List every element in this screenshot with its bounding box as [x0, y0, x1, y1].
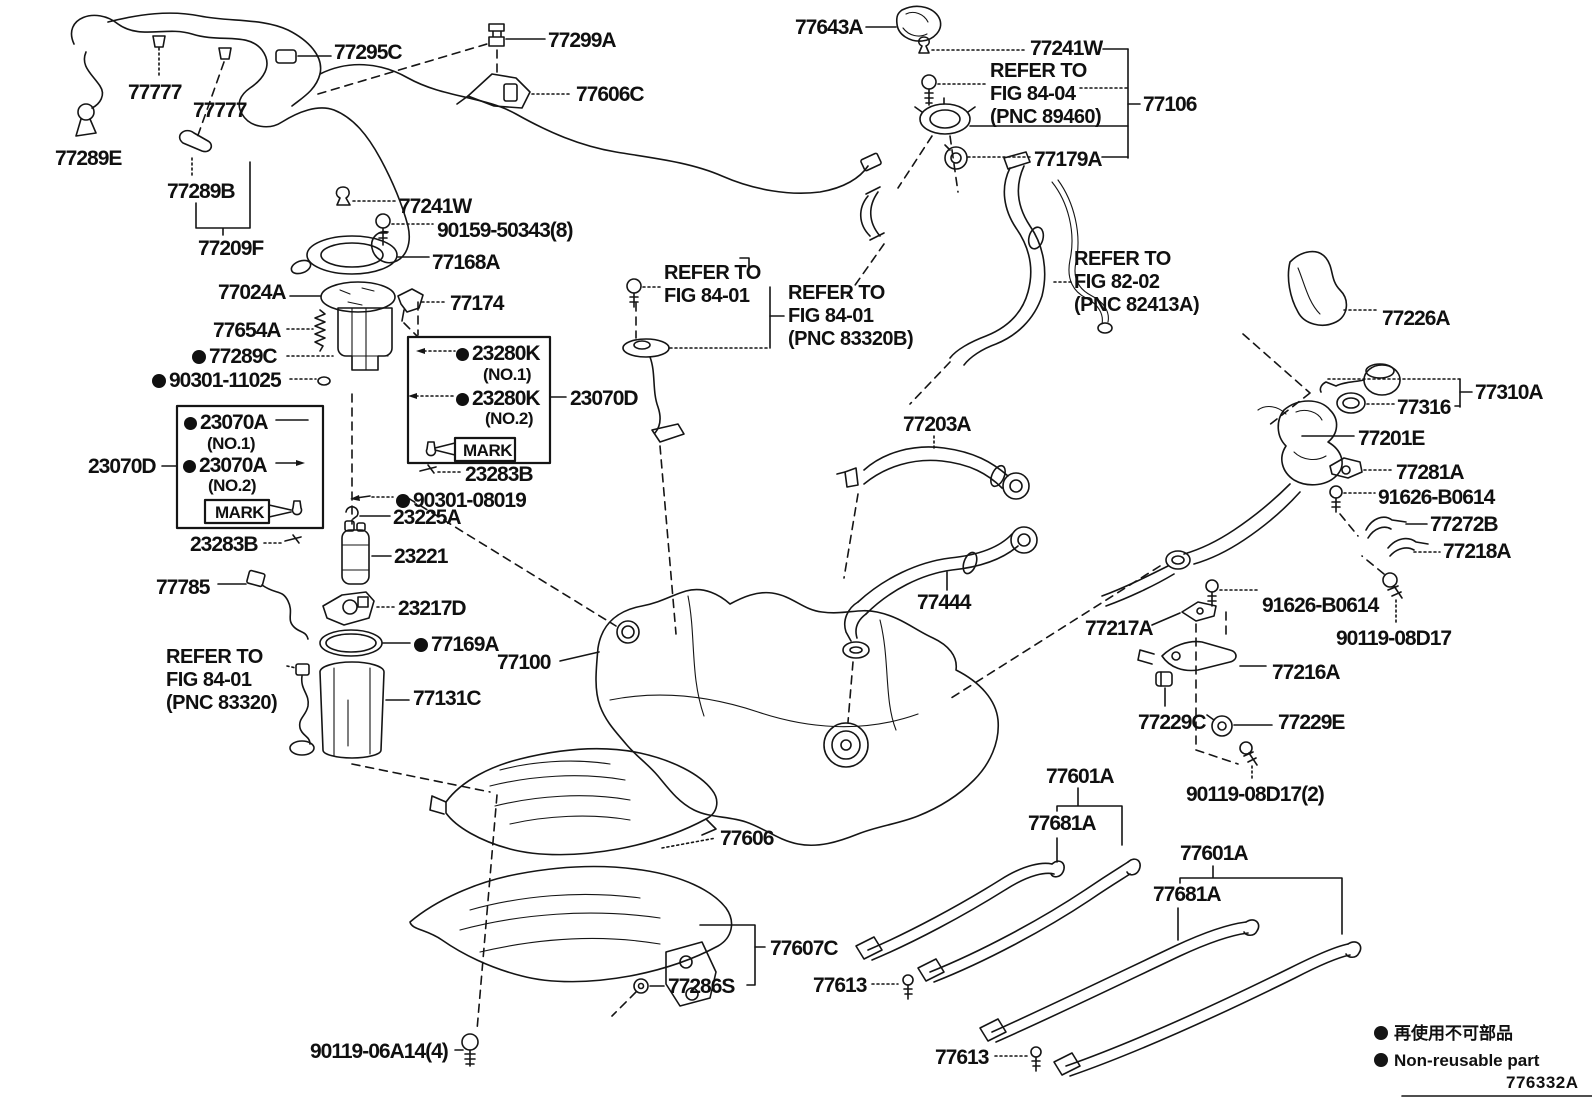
label-77606: 77606: [720, 827, 774, 850]
label-77613-b: 77613: [935, 1046, 989, 1069]
label-23283B-right: 23283B: [465, 463, 534, 486]
label-77613-a: 77613: [813, 974, 867, 997]
label-77226A: 77226A: [1382, 307, 1451, 330]
label-77643A: 77643A: [795, 16, 864, 39]
label-91626-B0614-b: 91626-B0614: [1262, 594, 1379, 617]
label-77229C: 77229C: [1138, 711, 1207, 734]
tank-straps-art: [855, 787, 1362, 1077]
label-23221: 23221: [394, 545, 448, 568]
label-23070D-left: 23070D: [88, 455, 157, 478]
label-77777-b: 77777: [193, 99, 247, 122]
label-77289C: 77289C: [192, 346, 278, 367]
label-77777-a: 77777: [128, 81, 182, 104]
non-reusable-dot: [192, 350, 206, 364]
label-77218A: 77218A: [1443, 540, 1512, 563]
label-77241W-right: 77241W: [1030, 37, 1103, 60]
label-77607C: 77607C: [770, 937, 839, 960]
label-77229E: 77229E: [1278, 711, 1345, 734]
label-no2-right: (NO.2): [485, 409, 534, 428]
label-23070A-no1: 23070A: [184, 412, 269, 433]
label-77286S: 77286S: [668, 975, 735, 998]
label-77310A: 77310A: [1475, 381, 1544, 404]
label-23070A-no2: 23070A: [183, 455, 268, 476]
label-77654A: 77654A: [213, 319, 282, 342]
label-77299A: 77299A: [548, 29, 617, 52]
label-no2-left: (NO.2): [208, 476, 257, 495]
label-23070D-right: 23070D: [570, 387, 639, 410]
non-reusable-dot: [456, 348, 469, 361]
label-77217A: 77217A: [1085, 617, 1154, 640]
legend-jp: 再使用不可部品: [1394, 1024, 1513, 1043]
label-23225A: 23225A: [393, 506, 462, 529]
fuel-tank-art: [407, 497, 1000, 847]
label-77168A: 77168A: [432, 251, 501, 274]
label-77785: 77785: [156, 576, 210, 599]
label-77601A-left: 77601A: [1046, 765, 1115, 788]
label-77203A: 77203A: [903, 413, 972, 436]
label-no1-left: (NO.1): [207, 434, 256, 453]
label-77209F: 77209F: [198, 237, 264, 260]
label-23283B-left: 23283B: [190, 533, 259, 556]
non-reusable-dot: [183, 460, 196, 473]
pipe-bracket-art: [1137, 579, 1273, 779]
fuel-hoses-art: [836, 435, 1038, 723]
label-77681A-left: 77681A: [1028, 812, 1097, 835]
label-mark-right: MARK: [463, 441, 513, 460]
label-77174: 77174: [450, 292, 504, 315]
non-reusable-dot: [184, 417, 197, 430]
label-90119-06A14: 90119-06A14(4): [310, 1040, 449, 1063]
non-reusable-dot: [396, 494, 410, 508]
label-77289B: 77289B: [167, 180, 236, 203]
legend-art: [1374, 1026, 1592, 1097]
label-90119-08D17: 90119-08D17: [1336, 627, 1452, 650]
non-reusable-dot: [456, 393, 469, 406]
callout-boxes-art: [161, 301, 567, 544]
hose-assembly-art: [70, 12, 882, 264]
label-mark-left: MARK: [215, 503, 265, 522]
label-77281A: 77281A: [1396, 461, 1465, 484]
fuel-sender-art: [622, 257, 785, 635]
label-77216A: 77216A: [1272, 661, 1341, 684]
legend-en: Non-reusable part: [1394, 1051, 1540, 1070]
non-reusable-dot: [414, 638, 428, 652]
filler-neck-art: [947, 250, 1473, 701]
label-77169A: 77169A: [414, 634, 500, 655]
label-77241W-left: 77241W: [399, 195, 472, 218]
label-77272B: 77272B: [1430, 513, 1499, 536]
fuel-pump-module-art: [217, 186, 491, 793]
heat-shield-art: [409, 747, 766, 1067]
label-77444: 77444: [917, 591, 971, 614]
label-77131C: 77131C: [413, 687, 482, 710]
non-reusable-dot: [152, 374, 166, 388]
label-77295C: 77295C: [334, 41, 403, 64]
label-77179A: 77179A: [1034, 148, 1103, 171]
label-77289E: 77289E: [55, 147, 122, 170]
label-77681A-right: 77681A: [1153, 883, 1222, 906]
label-77100: 77100: [497, 651, 551, 674]
label-23280K-no1: 23280K: [456, 343, 541, 364]
diagram-code: 776332A: [1506, 1073, 1579, 1092]
label-77024A: 77024A: [218, 281, 287, 304]
label-77601A-right: 77601A: [1180, 842, 1249, 865]
label-90301-08019: 90301-08019: [396, 490, 527, 511]
label-91626-B0614-a: 91626-B0614: [1378, 486, 1495, 509]
label-no1-right: (NO.1): [483, 365, 532, 384]
label-90119-08D17-2: 90119-08D17(2): [1186, 783, 1325, 806]
label-77106: 77106: [1143, 93, 1197, 116]
label-90159-50343: 90159-50343(8): [437, 219, 573, 242]
label-77316: 77316: [1397, 396, 1451, 419]
filler-pipe-art: [845, 5, 1141, 405]
label-77606C: 77606C: [576, 83, 645, 106]
label-23217D: 23217D: [398, 597, 467, 620]
label-77201E: 77201E: [1358, 427, 1425, 450]
label-23280K-no2: 23280K: [456, 388, 541, 409]
label-90301-11025: 90301-11025: [152, 370, 282, 391]
